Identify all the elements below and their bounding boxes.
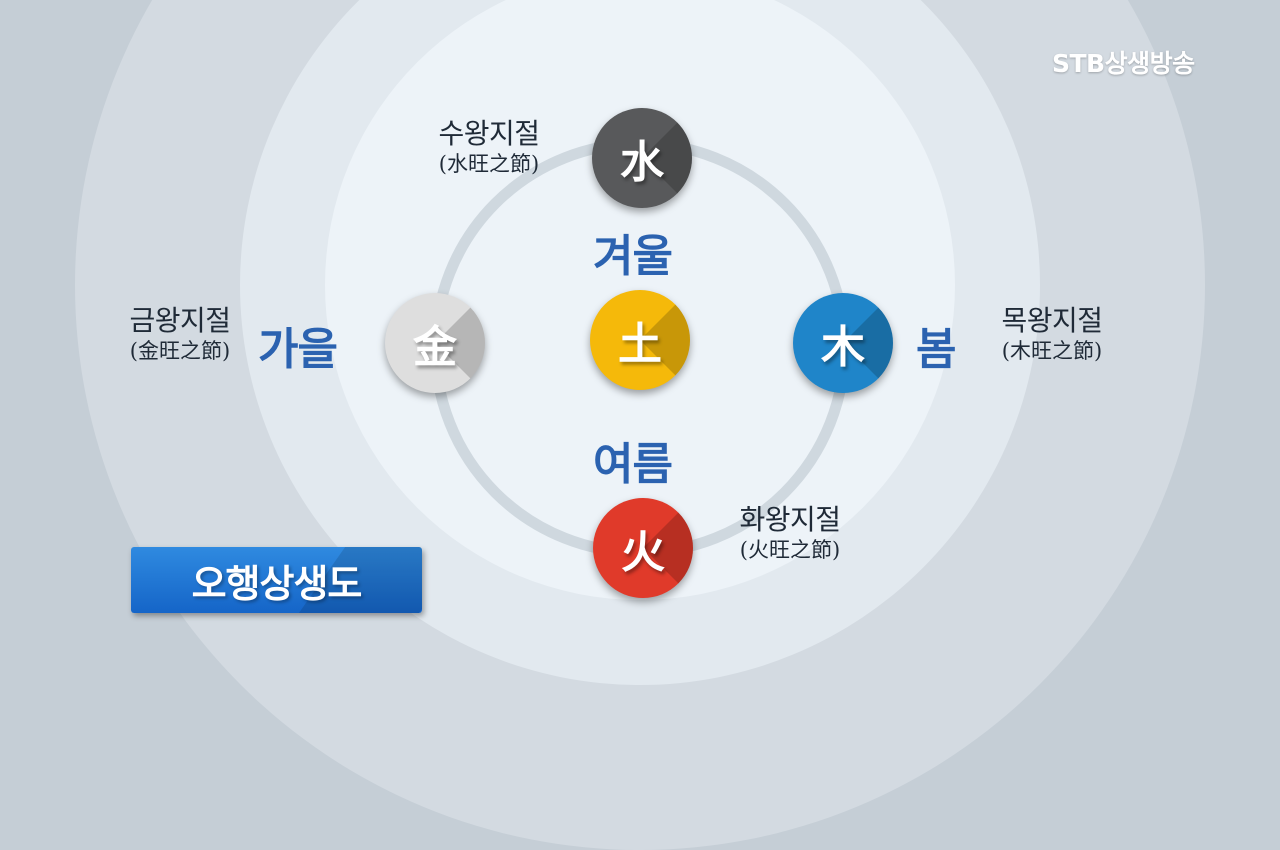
label-fire-korean: 화왕지절 bbox=[739, 503, 841, 536]
label-metal-season: 금왕지절 (金旺之節) bbox=[110, 303, 250, 364]
label-fire-season: 화왕지절 (火旺之節) bbox=[720, 502, 860, 563]
element-metal-glyph: 金 bbox=[413, 322, 457, 373]
element-earth-glyph: 土 bbox=[618, 319, 662, 370]
element-fire: 火 bbox=[593, 498, 693, 598]
element-wood: 木 bbox=[793, 293, 893, 393]
label-wood-season: 목왕지절 (木旺之節) bbox=[982, 303, 1122, 364]
diagram-title: 오행상생도 bbox=[191, 561, 363, 606]
element-water-glyph: 水 bbox=[620, 137, 664, 188]
label-water-season: 수왕지절 (水旺之節) bbox=[420, 116, 558, 177]
element-water: 水 bbox=[592, 108, 692, 208]
element-metal: 金 bbox=[385, 293, 485, 393]
season-spring: 봄 bbox=[916, 324, 956, 375]
season-summer: 여름 bbox=[593, 439, 673, 490]
label-wood-korean: 목왕지절 bbox=[1001, 304, 1103, 337]
diagram-title-box: 오행상생도 bbox=[131, 547, 422, 613]
season-winter: 겨울 bbox=[593, 231, 673, 282]
label-water-hanja: (水旺之節) bbox=[438, 152, 540, 176]
element-earth: 土 bbox=[590, 290, 690, 390]
label-metal-korean: 금왕지절 bbox=[129, 304, 231, 337]
label-water-korean: 수왕지절 bbox=[438, 117, 540, 150]
element-wood-glyph: 木 bbox=[821, 322, 865, 373]
element-fire-glyph: 火 bbox=[621, 527, 665, 578]
season-autumn: 가을 bbox=[258, 324, 338, 375]
broadcaster-logo: STB상생방송 bbox=[1052, 49, 1195, 78]
label-metal-hanja: (金旺之節) bbox=[129, 339, 231, 363]
label-fire-hanja: (火旺之節) bbox=[739, 538, 841, 562]
label-wood-hanja: (木旺之節) bbox=[1001, 339, 1103, 363]
